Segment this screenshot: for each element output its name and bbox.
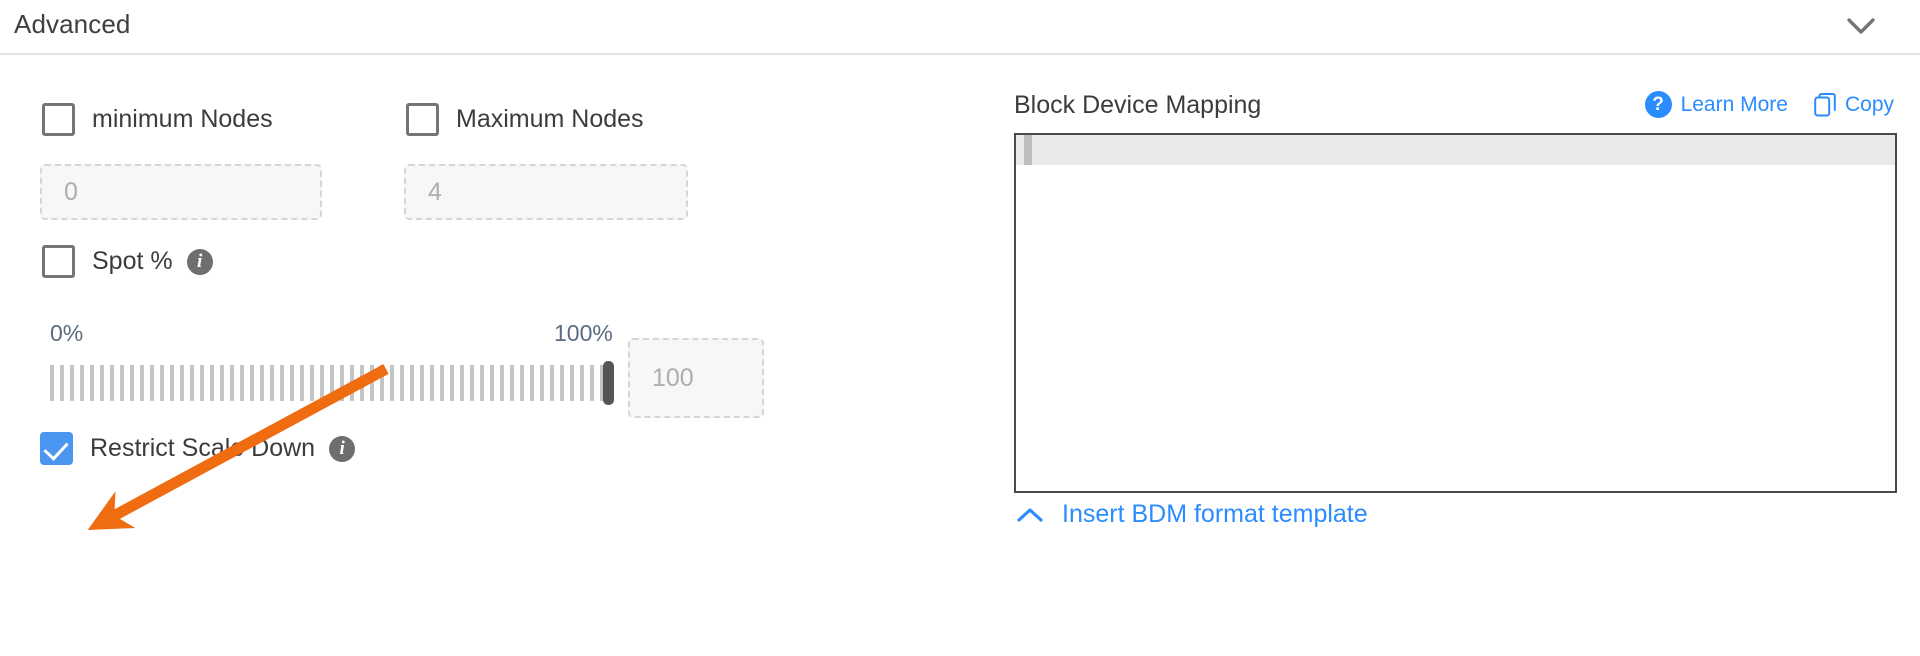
block-device-mapping-actions: ? Learn More Copy xyxy=(1644,91,1894,118)
min-nodes-input[interactable]: 0 xyxy=(40,164,322,220)
advanced-left-column: minimum Nodes 0 Maximum Nodes 4 Spot % i… xyxy=(0,55,990,656)
learn-more-link[interactable]: ? Learn More xyxy=(1644,91,1788,118)
spot-percent-label: Spot % xyxy=(92,247,173,275)
copy-button[interactable]: Copy xyxy=(1814,92,1894,117)
max-nodes-input[interactable]: 4 xyxy=(404,164,688,220)
page-title: Advanced xyxy=(14,9,131,39)
spot-percent-value-input[interactable]: 100 xyxy=(628,338,764,418)
block-device-mapping-title: Block Device Mapping xyxy=(1014,91,1262,119)
chevron-up-icon xyxy=(1016,505,1044,525)
min-nodes-row: minimum Nodes xyxy=(42,103,273,136)
restrict-scale-down-label: Restrict Scale Down xyxy=(90,434,316,462)
info-icon[interactable]: i xyxy=(186,248,213,275)
max-nodes-label: Maximum Nodes xyxy=(456,105,644,133)
question-circle-icon: ? xyxy=(1644,91,1672,118)
slider-handle[interactable] xyxy=(603,361,614,405)
editor-gutter-marker xyxy=(1024,135,1032,165)
restrict-scale-down-row: Restrict Scale Down i xyxy=(40,432,356,465)
block-device-mapping-panel: Block Device Mapping ? Learn More Copy I… xyxy=(990,55,1920,656)
copy-icon xyxy=(1814,92,1836,117)
insert-bdm-template-link[interactable]: Insert BDM format template xyxy=(1016,500,1368,529)
learn-more-label: Learn More xyxy=(1680,92,1788,116)
slider-min-label: 0% xyxy=(50,320,84,346)
advanced-section-header[interactable]: Advanced xyxy=(0,0,1920,55)
max-nodes-row: Maximum Nodes xyxy=(406,103,644,136)
copy-label: Copy xyxy=(1844,92,1894,116)
slider-max-label: 100% xyxy=(554,320,613,346)
info-icon[interactable]: i xyxy=(329,435,356,462)
min-nodes-checkbox[interactable] xyxy=(42,103,75,136)
min-nodes-label: minimum Nodes xyxy=(92,105,273,133)
spot-percent-row: Spot % i xyxy=(42,245,213,278)
restrict-scale-down-checkbox[interactable] xyxy=(40,432,73,465)
insert-bdm-template-label: Insert BDM format template xyxy=(1062,500,1368,528)
spot-percent-checkbox[interactable] xyxy=(42,245,75,278)
chevron-down-icon[interactable] xyxy=(1844,12,1878,40)
block-device-mapping-editor[interactable] xyxy=(1014,133,1897,493)
slider-track[interactable] xyxy=(50,365,610,401)
editor-active-line xyxy=(1016,135,1895,165)
max-nodes-checkbox[interactable] xyxy=(406,103,439,136)
